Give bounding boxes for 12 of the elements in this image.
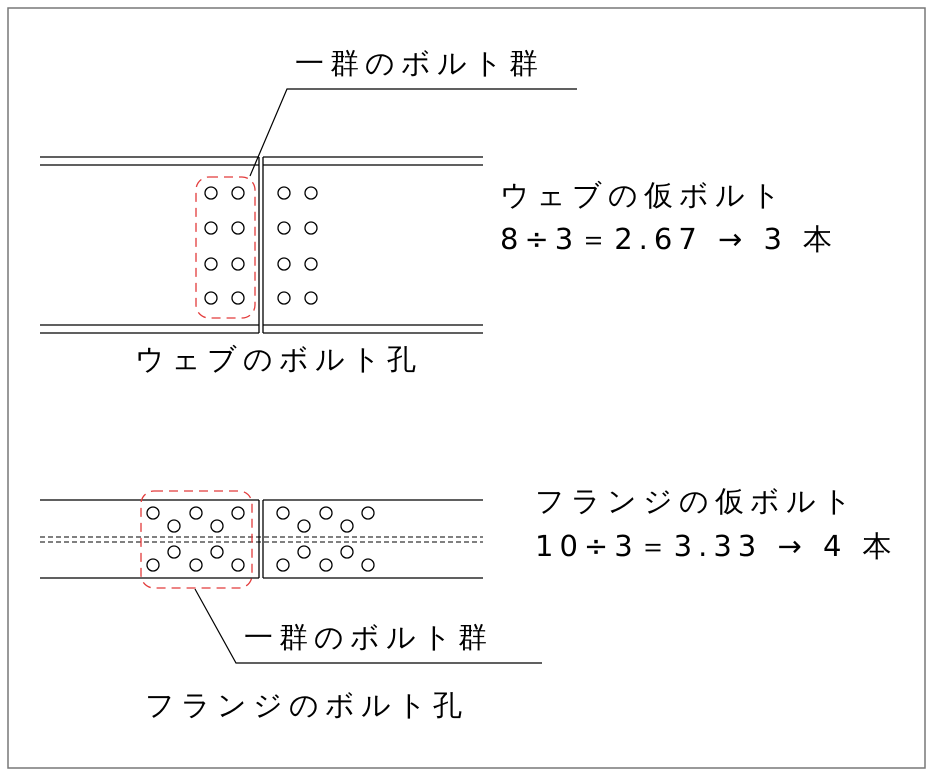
caption-text: ウェブのボルト孔	[135, 342, 422, 377]
note-text: ウェブの仮ボルト	[500, 178, 787, 213]
bolt-group-outline	[195, 176, 256, 319]
calculation-text: 10÷3＝3.33 → 4 本	[535, 529, 898, 564]
caption-text: フランジのボルト孔	[145, 688, 468, 723]
leader-line	[249, 88, 577, 176]
callout-text: 一群のボルト群	[236, 612, 542, 663]
note-text: フランジの仮ボルト	[535, 484, 858, 519]
leader-line	[194, 588, 542, 664]
bolt-group-outline	[140, 490, 253, 589]
calculation-text: 8÷3＝2.67 → 3 本	[500, 222, 838, 257]
callout-text: 一群のボルト群	[287, 38, 577, 89]
